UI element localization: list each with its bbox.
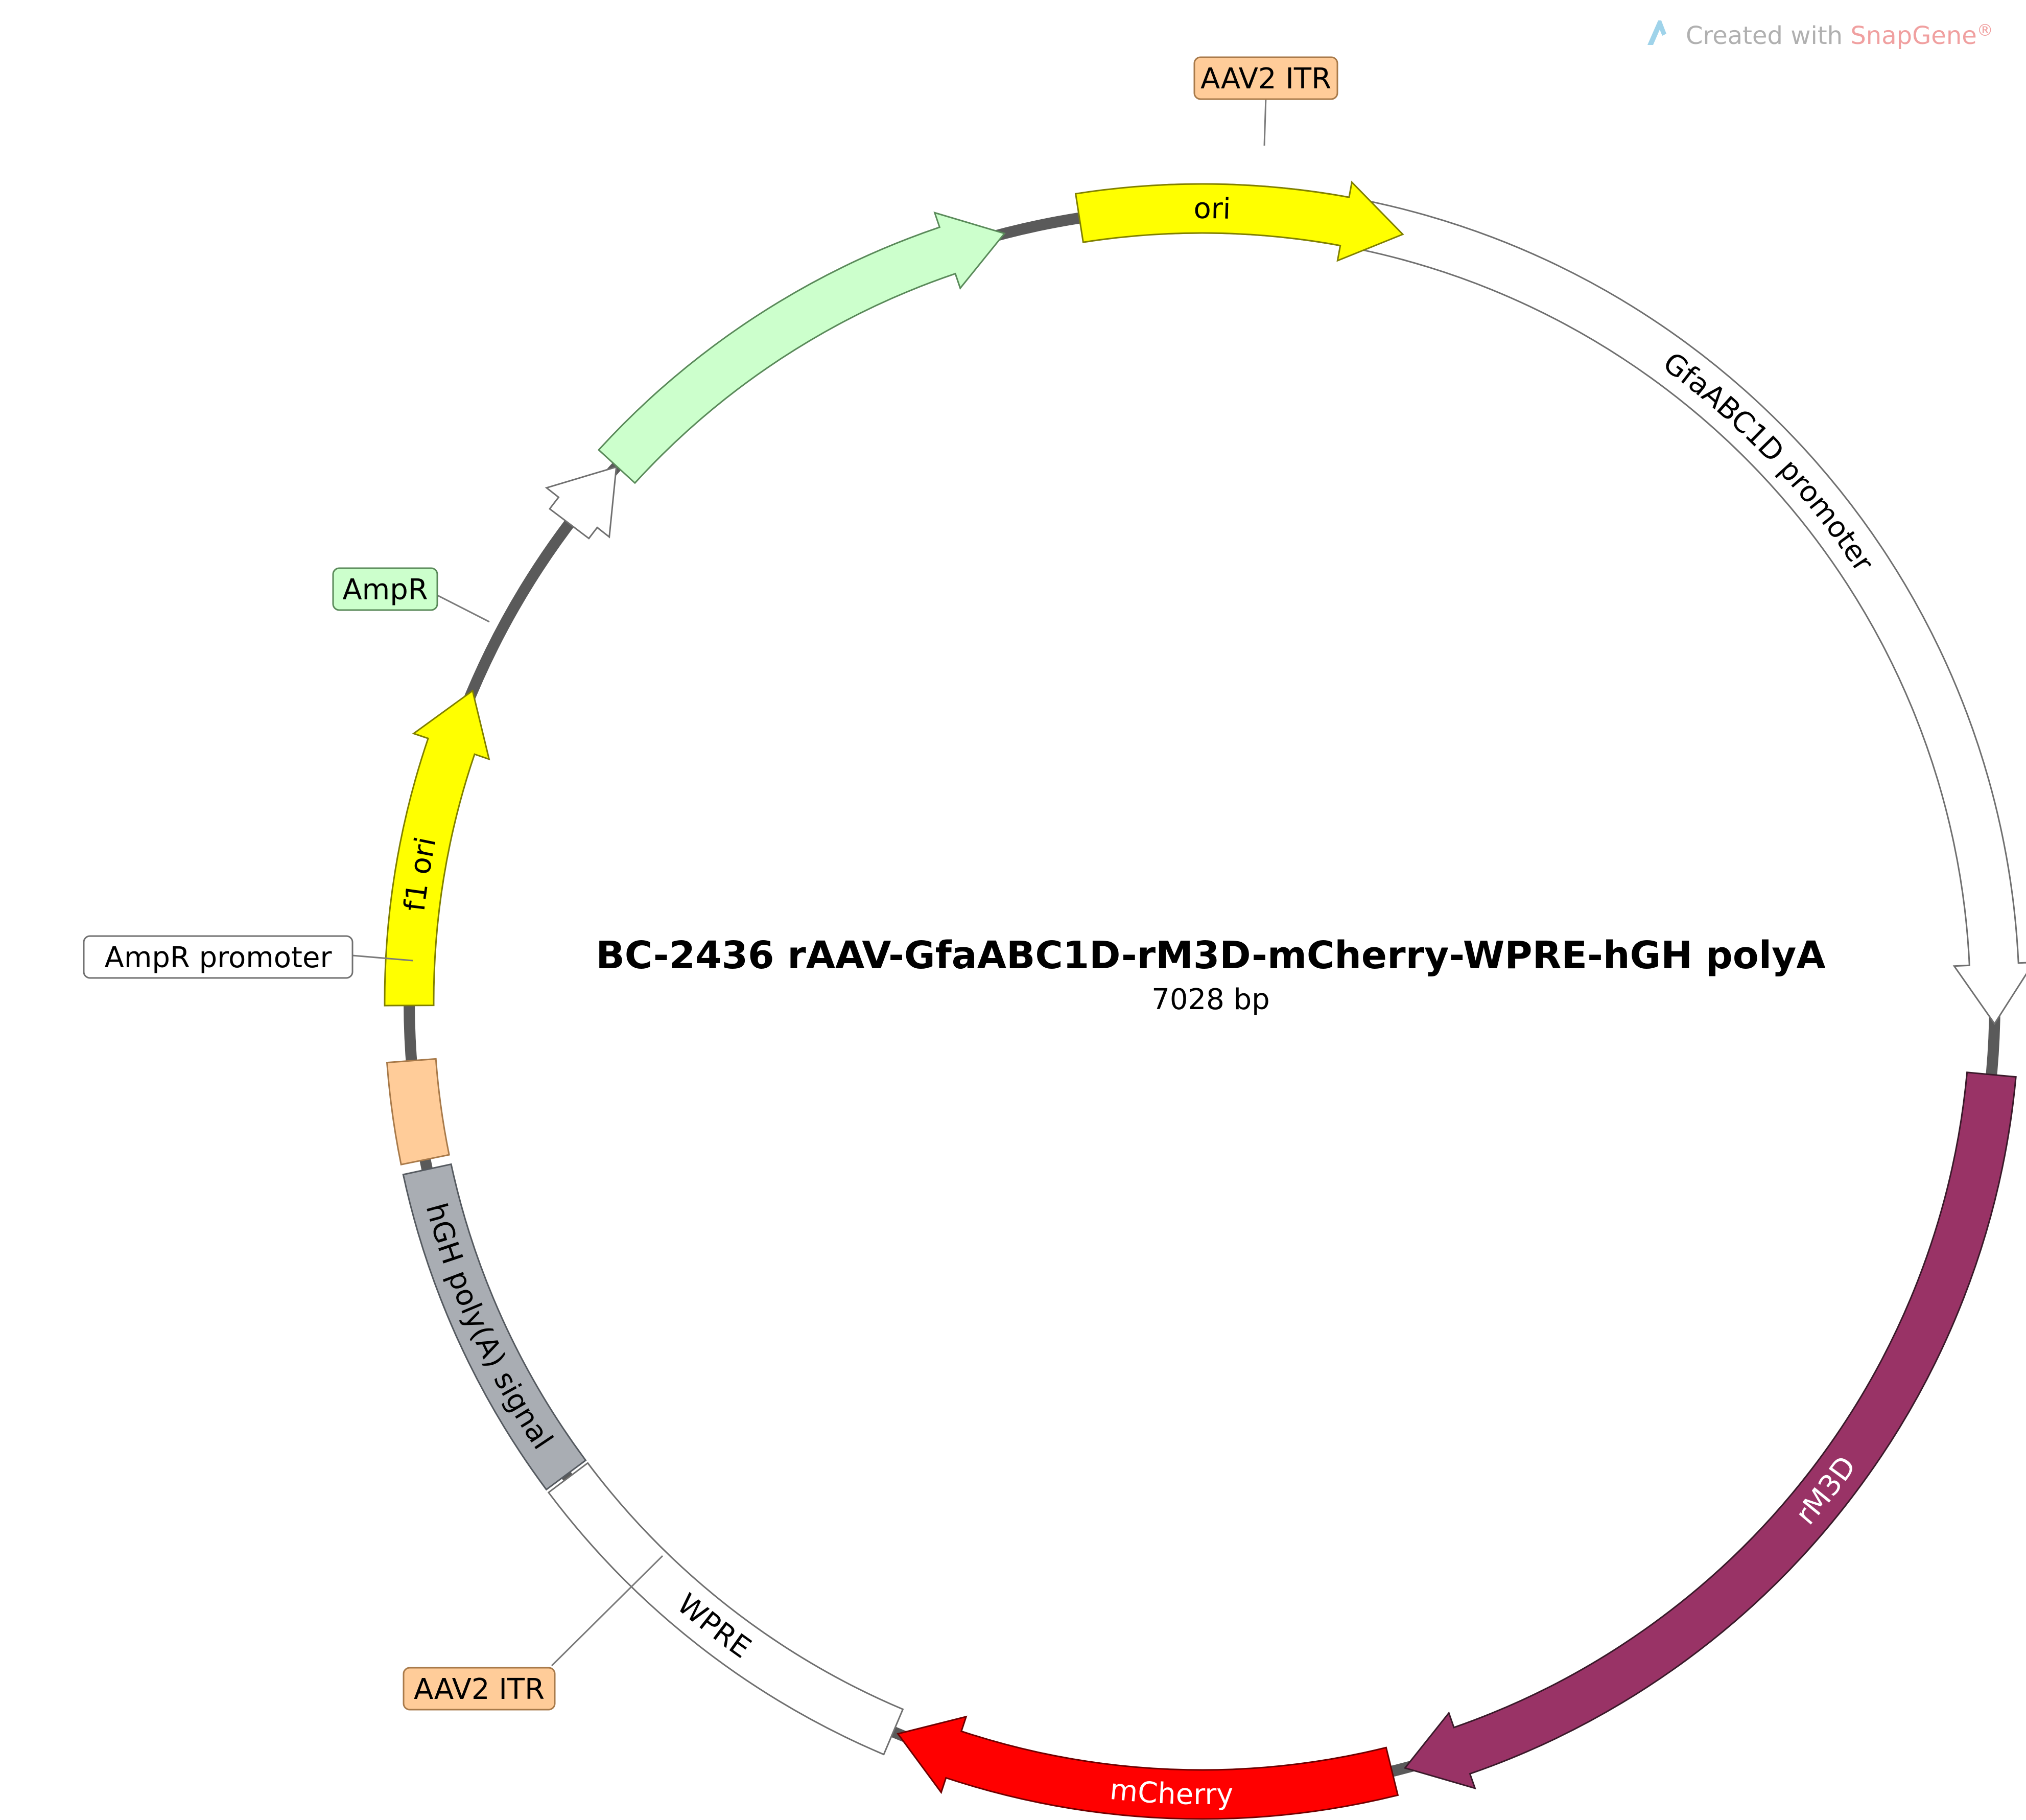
feature-shape[interactable] xyxy=(1403,1071,2017,1790)
feature-shape[interactable] xyxy=(547,1462,904,1756)
plasmid-title-block: BC-2436 rAAV-GfaABC1D-rM3D-mCherry-WPRE-… xyxy=(596,934,1825,1016)
feature-label: AAV2 ITR xyxy=(1200,62,1331,96)
label-guide-path xyxy=(1426,241,1972,815)
feature-label: AAV2 ITR xyxy=(414,1673,545,1706)
callout-aav2-itr-top[interactable]: AAV2 ITR xyxy=(1193,56,1338,146)
label-box xyxy=(332,567,438,611)
feature-label: AmpR promoter xyxy=(105,941,333,974)
feature-ampr[interactable] xyxy=(597,212,1006,484)
watermark-prefix: Created with xyxy=(1686,21,1850,50)
callout-ampr-promoter[interactable]: AmpR promoter xyxy=(83,935,413,979)
feature-label: ori xyxy=(1193,192,1231,225)
feature-label: GfaABC1D promoter xyxy=(1657,346,1880,578)
svg-text:Created with SnapGene®: Created with SnapGene® xyxy=(1686,20,1993,50)
feature-ori[interactable]: ori xyxy=(814,180,1607,320)
feature-rm3d[interactable]: rM3D xyxy=(1403,1071,2017,1790)
feature-shape[interactable] xyxy=(597,212,1006,484)
label-box xyxy=(1193,56,1338,100)
feature-gfaabc1d-promoter[interactable]: GfaABC1D promoter xyxy=(1275,186,2026,1025)
feature-shape[interactable] xyxy=(386,1058,450,1165)
leader-line xyxy=(437,594,490,623)
feature-wpre[interactable]: WPRE xyxy=(467,1298,1092,1787)
watermark-mark: ® xyxy=(1977,20,1993,40)
feature-f1-ori[interactable]: f1 ori xyxy=(384,500,588,1282)
snapgene-watermark: Created with SnapGene® xyxy=(1647,20,1993,50)
label-guide-path xyxy=(467,1298,1092,1787)
plasmid-name: BC-2436 rAAV-GfaABC1D-rM3D-mCherry-WPRE-… xyxy=(596,934,1825,977)
plasmid-size: 7028 bp xyxy=(1151,983,1269,1016)
feature-mcherry[interactable]: mCherry xyxy=(780,1672,1572,1820)
feature-shape[interactable] xyxy=(384,689,490,1007)
feature-shape[interactable] xyxy=(897,1715,1399,1820)
feature-label: AmpR xyxy=(342,573,428,606)
feature-shape[interactable] xyxy=(1074,180,1404,262)
feature-shape[interactable] xyxy=(1275,186,2026,1025)
callout-layer: AAV2 ITR AmpR AmpR promoter AAV2 ITR xyxy=(83,56,1338,1711)
callout-ampr[interactable]: AmpR xyxy=(332,567,490,623)
label-guide-path xyxy=(1498,1113,1987,1737)
callout-aav2-itr-bottom[interactable]: AAV2 ITR xyxy=(403,1555,664,1711)
feature-shape[interactable] xyxy=(545,465,618,540)
watermark-brand: SnapGene xyxy=(1850,21,1976,50)
feature-shape[interactable] xyxy=(402,1163,587,1491)
feature-label: hGH poly(A) signal xyxy=(419,1200,559,1456)
leader-line xyxy=(1263,97,1267,146)
feature-label: mCherry xyxy=(1109,1772,1234,1811)
leader-line xyxy=(352,954,413,962)
label-box xyxy=(83,935,354,979)
snapgene-logo-icon xyxy=(1647,20,1666,45)
feature-ampr-promoter[interactable] xyxy=(545,465,618,540)
feature-hgh-polya[interactable]: hGH poly(A) signal xyxy=(402,925,741,1647)
feature-aav2-itr-bottom[interactable] xyxy=(386,1058,450,1165)
leader-line xyxy=(551,1555,664,1667)
label-box xyxy=(403,1667,556,1711)
